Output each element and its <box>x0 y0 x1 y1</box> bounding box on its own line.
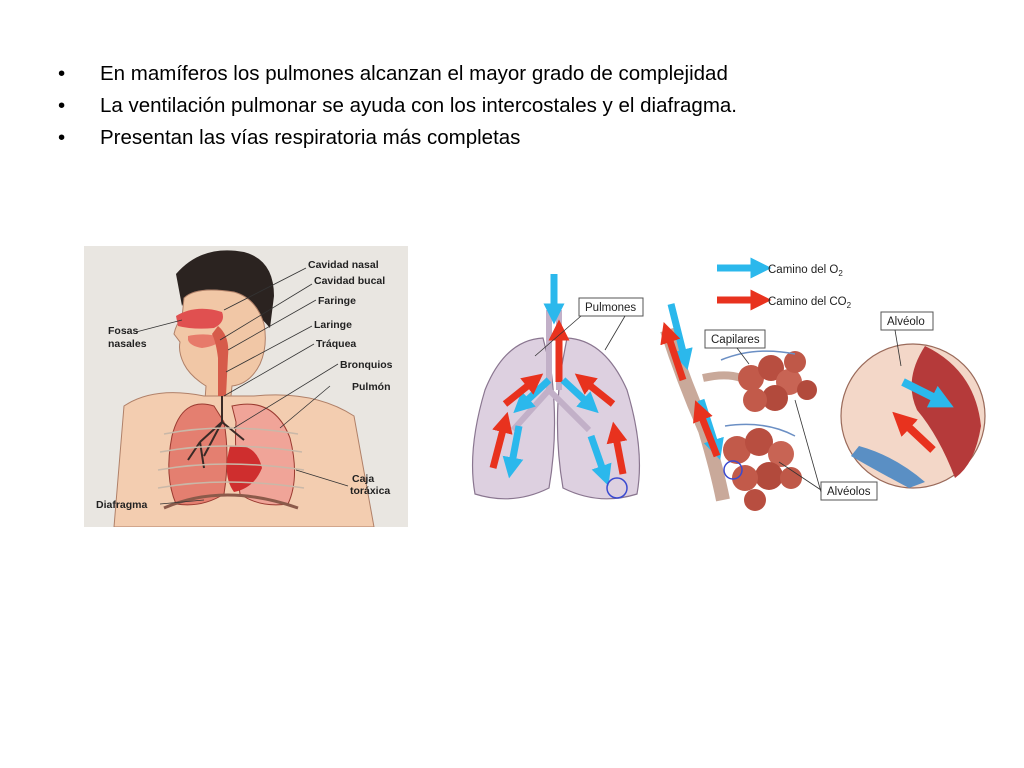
co2-arrow <box>892 411 936 453</box>
co2-arrow <box>606 421 628 475</box>
label-faringe: Faringe <box>318 295 356 307</box>
leader-line <box>794 399 822 493</box>
bullet-item: • En mamíferos los pulmones alcanzan el m… <box>58 58 737 90</box>
co2-arrow <box>489 411 513 469</box>
o2-arrow <box>587 434 612 486</box>
capillary-shape <box>851 446 925 488</box>
label-alveolo: Alvéolo <box>887 316 925 328</box>
label-pulmon: Pulmón <box>352 381 391 393</box>
gas-exchange-diagram: Camino del O2 Camino del CO2 Pulmones <box>455 250 995 540</box>
label-traquea: Tráquea <box>316 338 356 350</box>
respiratory-system-svg: Cavidad nasal Cavidad bucal Faringe Fosa… <box>84 246 408 527</box>
label-alveolos: Alvéolos <box>827 486 871 498</box>
co2-arrow <box>502 373 544 407</box>
alveoli-cluster-upper <box>738 351 817 412</box>
trachea-shape <box>212 326 229 396</box>
legend-o2-label: Camino del O2 <box>768 264 843 278</box>
bullet-item: • Presentan las vías respiratoria más com… <box>58 122 737 154</box>
bullet-text: Presentan las vías respiratoria más comp… <box>100 126 521 149</box>
alveoli-cluster-lower <box>723 428 802 511</box>
bullet-item: • La ventilación pulmonar se ayuda con lo… <box>58 90 737 122</box>
label-capilares: Capilares <box>711 334 760 346</box>
alveolus-wall-shape <box>911 346 981 478</box>
o2-arrow <box>502 425 524 479</box>
oral-cavity-shape <box>188 334 222 348</box>
lungs-left-lobe <box>471 337 556 500</box>
o2-arrow <box>901 378 954 408</box>
label-nasales: nasales <box>108 338 147 350</box>
bullet-list: • En mamíferos los pulmones alcanzan el m… <box>58 58 737 154</box>
detail-circle <box>723 460 743 480</box>
label-caja: Caja <box>352 473 374 485</box>
label-box-pulmones <box>578 297 644 317</box>
label-pulmones: Pulmones <box>585 302 636 314</box>
label-cavidad-nasal: Cavidad nasal <box>308 259 379 271</box>
heart-shape <box>226 445 262 492</box>
respiratory-system-illustration: Cavidad nasal Cavidad bucal Faringe Fosa… <box>84 246 408 527</box>
bullet-text: La ventilación pulmonar se ayuda con los… <box>100 94 737 117</box>
label-laringe: Laringe <box>314 319 352 331</box>
gas-exchange-svg: Camino del O2 Camino del CO2 Pulmones <box>471 257 986 511</box>
lungs-right-lobe <box>556 337 641 500</box>
label-box-alveolo <box>880 311 934 331</box>
label-bronquios: Bronquios <box>340 359 393 371</box>
bullet-marker: • <box>58 94 66 117</box>
label-box-capilares <box>704 329 766 349</box>
bullet-marker: • <box>58 62 66 85</box>
co2-arrow <box>693 400 721 458</box>
co2-arrow <box>660 322 687 382</box>
leader-line <box>604 315 626 351</box>
label-diafragma: Diafragma <box>96 499 148 511</box>
nasal-cavity-shape <box>176 308 223 329</box>
leader-line <box>778 461 822 491</box>
leader-line <box>736 347 750 365</box>
leader-lines <box>135 267 349 505</box>
capillary-lines <box>720 350 796 437</box>
diaphragm-line <box>163 493 299 510</box>
leader-line <box>534 315 582 357</box>
detail-circle <box>606 477 628 499</box>
label-toraxica: toráxica <box>350 485 390 497</box>
rib-cage-lines <box>157 427 305 489</box>
bronchi-tree <box>187 396 245 469</box>
leader-line <box>894 329 902 367</box>
label-fosas: Fosas <box>108 325 139 337</box>
bullet-text: En mamíferos los pulmones alcanzan el ma… <box>100 62 728 85</box>
label-cavidad-bucal: Cavidad bucal <box>314 275 385 287</box>
bullet-marker: • <box>58 126 66 149</box>
co2-arrow <box>574 373 616 407</box>
legend-co2-label: Camino del CO2 <box>768 296 852 310</box>
